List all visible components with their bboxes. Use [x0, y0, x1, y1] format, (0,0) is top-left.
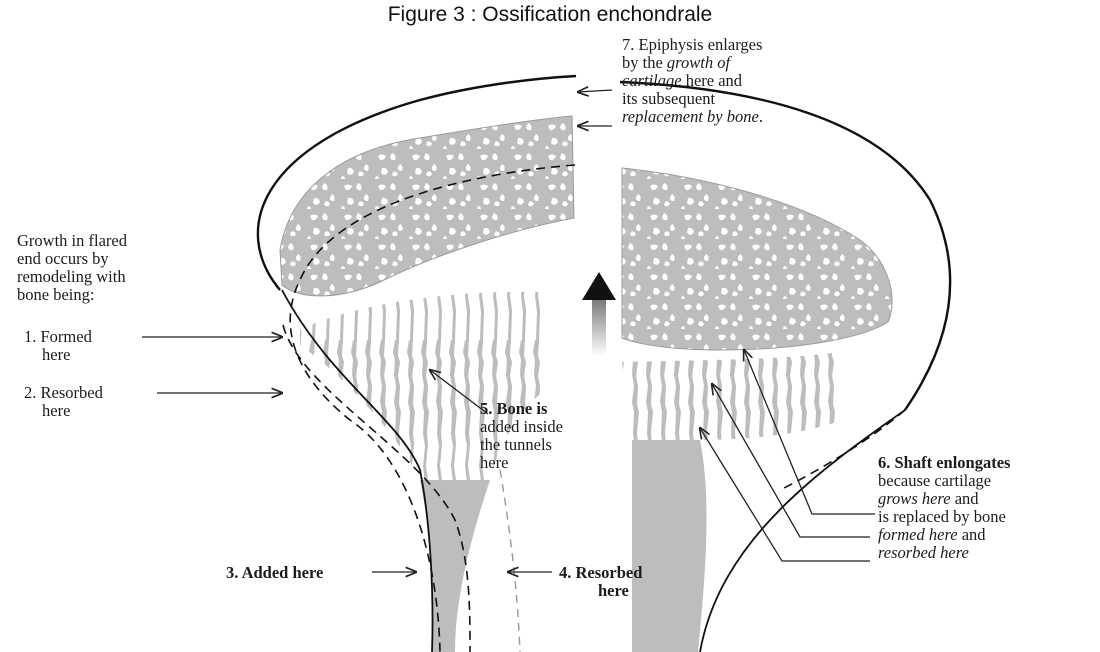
pointer-7-outline [578, 90, 612, 92]
label-1-formed: 1. Formed here [24, 327, 96, 364]
metaphysis-columns-right [622, 352, 842, 440]
label-2-resorbed: 2. Resorbed here [24, 383, 107, 420]
label-3-added-here: 3. Added here [226, 563, 323, 582]
epiphysis-spongy-bone-left [280, 116, 574, 296]
label-5-bone-added: 5. Bone is added inside the tunnels here [480, 399, 567, 472]
label-growth-flared-end: Growth in flared end occurs by remodelin… [17, 231, 131, 304]
dashed-resorbed-outline [500, 470, 520, 652]
shaft-wall-right [632, 440, 706, 652]
label-6-shaft-elongates: 6. Shaft enlongates because cartilage gr… [878, 453, 1015, 562]
growth-direction-arrow [582, 272, 616, 356]
shaft-outline-right [700, 410, 905, 652]
epiphysis-spongy-bone-right [622, 168, 892, 350]
label-7: 7. Epiphysis enlarges by the growth of c… [622, 35, 767, 126]
